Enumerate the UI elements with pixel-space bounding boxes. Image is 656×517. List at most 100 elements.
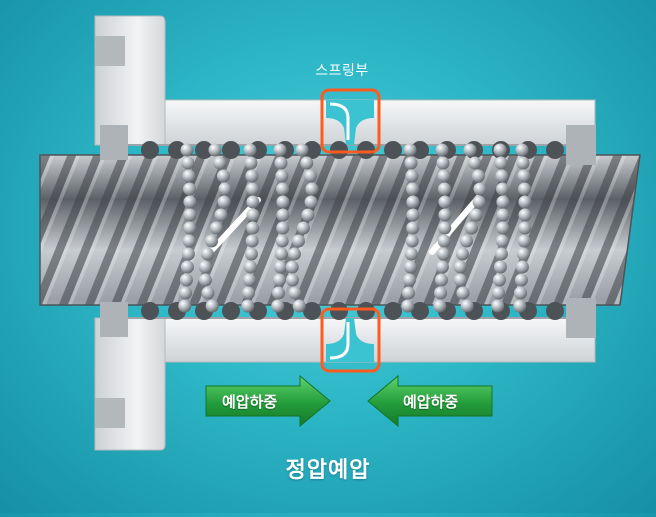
ball bbox=[274, 156, 288, 170]
ball bbox=[181, 156, 195, 170]
ball bbox=[491, 299, 505, 313]
ball bbox=[275, 234, 289, 248]
ball bbox=[384, 141, 402, 159]
ball bbox=[433, 299, 447, 313]
ball bbox=[438, 182, 452, 196]
ball bbox=[411, 141, 429, 159]
ball bbox=[200, 247, 214, 261]
ball bbox=[276, 195, 290, 209]
preload-arrow-right bbox=[367, 374, 493, 428]
ball bbox=[218, 182, 232, 196]
ball bbox=[244, 156, 258, 170]
return-path-guide bbox=[209, 197, 261, 253]
ball bbox=[402, 273, 416, 287]
ball bbox=[204, 234, 218, 248]
ball bbox=[438, 208, 452, 222]
ball bbox=[245, 169, 259, 183]
ball bbox=[459, 234, 473, 248]
ball bbox=[198, 260, 212, 274]
ball bbox=[516, 156, 530, 170]
ball bbox=[330, 141, 348, 159]
ball bbox=[453, 260, 467, 274]
ball bbox=[473, 182, 487, 196]
ball bbox=[435, 260, 449, 274]
ball-circuits bbox=[178, 143, 532, 313]
ball bbox=[401, 299, 415, 313]
ball bbox=[178, 299, 192, 313]
ball bbox=[513, 299, 527, 313]
ball bbox=[276, 208, 290, 222]
ball bbox=[437, 234, 451, 248]
ball bbox=[433, 286, 447, 300]
ball bbox=[492, 273, 506, 287]
ball bbox=[182, 234, 196, 248]
ball bbox=[296, 221, 310, 235]
ball bbox=[271, 286, 285, 300]
ball bbox=[241, 286, 255, 300]
ball bbox=[404, 247, 418, 261]
ball bbox=[295, 143, 309, 157]
ball bbox=[288, 286, 302, 300]
ball bbox=[285, 273, 299, 287]
ball bbox=[330, 302, 348, 320]
ball bbox=[518, 208, 532, 222]
ball bbox=[438, 195, 452, 209]
ball bbox=[245, 234, 259, 248]
ball bbox=[513, 286, 527, 300]
preload-arrow-left bbox=[205, 374, 331, 428]
ball bbox=[183, 208, 197, 222]
ball bbox=[217, 195, 231, 209]
ball bbox=[213, 156, 227, 170]
diagram-caption: 정압예압 bbox=[285, 458, 371, 483]
ball bbox=[181, 247, 195, 261]
ball bbox=[437, 169, 451, 183]
ball bbox=[496, 182, 510, 196]
ball bbox=[222, 302, 240, 320]
ball bbox=[491, 286, 505, 300]
ball bbox=[546, 141, 564, 159]
ball bbox=[183, 182, 197, 196]
ball bbox=[273, 260, 287, 274]
ball bbox=[275, 169, 289, 183]
ball bbox=[456, 286, 470, 300]
ball bbox=[246, 195, 260, 209]
ball bbox=[471, 169, 485, 183]
ball bbox=[244, 247, 258, 261]
ball bbox=[208, 143, 222, 157]
ball bbox=[291, 234, 305, 248]
ball bbox=[182, 169, 196, 183]
ball bbox=[403, 260, 417, 274]
ball bbox=[517, 234, 531, 248]
ball bbox=[434, 273, 448, 287]
ball bbox=[180, 260, 194, 274]
ball bbox=[303, 169, 317, 183]
ball bbox=[198, 273, 212, 287]
ball bbox=[493, 260, 507, 274]
ball bbox=[496, 221, 510, 235]
ball bbox=[292, 299, 306, 313]
ball bbox=[464, 221, 478, 235]
ball bbox=[546, 302, 564, 320]
ball bbox=[243, 260, 257, 274]
ball bbox=[300, 156, 314, 170]
ball bbox=[406, 182, 420, 196]
ball bbox=[242, 273, 256, 287]
ball bbox=[276, 221, 290, 235]
ball bbox=[384, 302, 402, 320]
ball bbox=[195, 141, 213, 159]
ball bbox=[272, 273, 286, 287]
ball bbox=[405, 169, 419, 183]
ball bbox=[271, 299, 285, 313]
spring-part-label: 스프링부 bbox=[315, 63, 369, 79]
ball bbox=[495, 169, 509, 183]
ball bbox=[246, 182, 260, 196]
ball bbox=[496, 208, 510, 222]
ball bbox=[403, 143, 417, 157]
ball bbox=[406, 195, 420, 209]
ball bbox=[201, 286, 215, 300]
ball bbox=[411, 302, 429, 320]
ball bbox=[168, 141, 186, 159]
ball bbox=[463, 143, 477, 157]
